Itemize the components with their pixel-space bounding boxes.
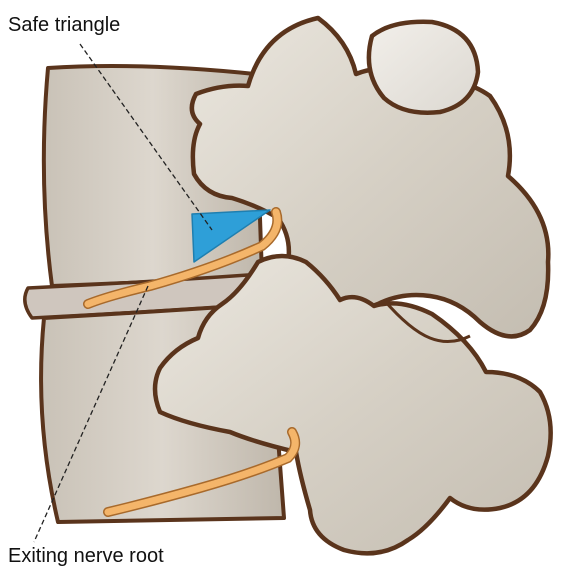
exiting-nerve-root-label: Exiting nerve root bbox=[8, 546, 164, 566]
safe-triangle-label: Safe triangle bbox=[8, 15, 120, 35]
superior-articular-process bbox=[369, 22, 478, 113]
